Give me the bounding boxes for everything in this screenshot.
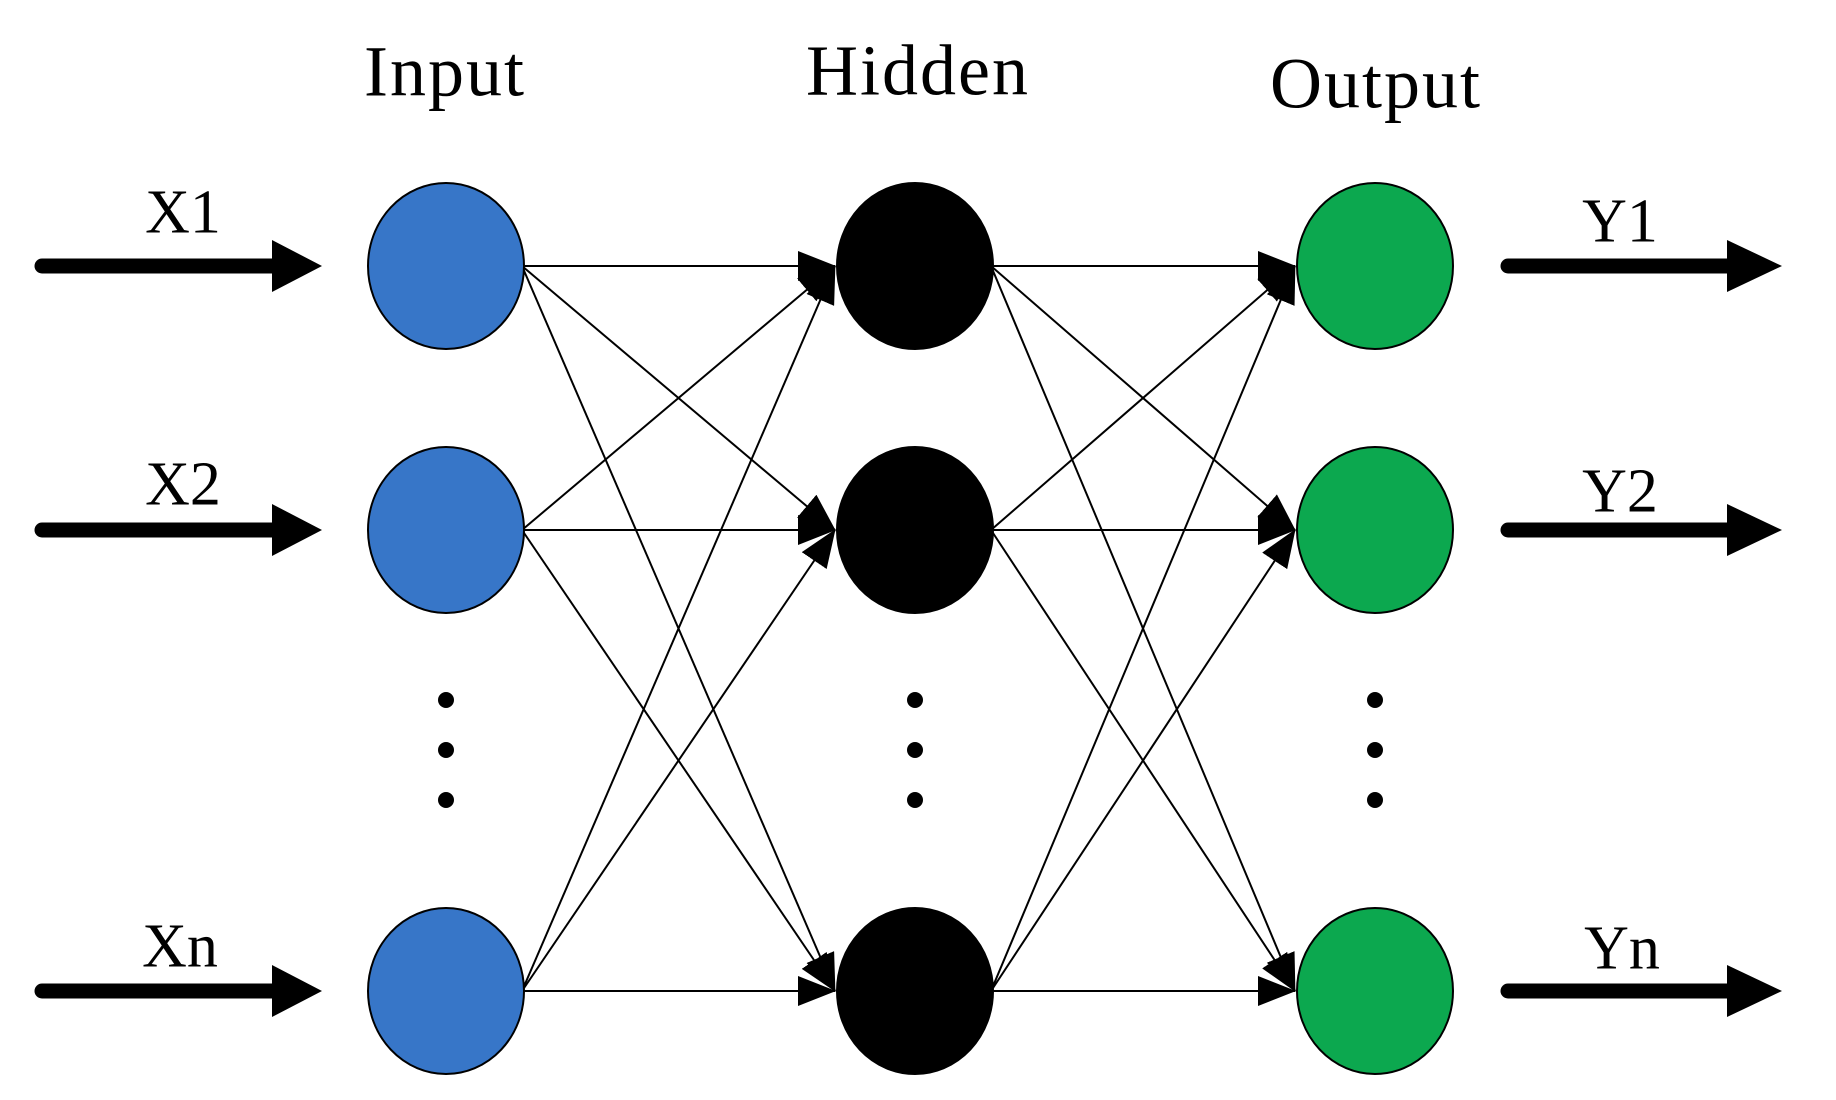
ellipsis-dot-output [1367,742,1383,758]
edge-hidden-to-output [990,265,1296,531]
edge-hidden-to-output [990,529,1296,992]
edge-hidden-to-output [990,265,1296,992]
ellipsis-dot-output [1367,792,1383,808]
input-label-xn: Xn [142,912,218,981]
ellipsis-dot-output [1367,692,1383,708]
node-hidden-2 [836,446,994,614]
ellipsis-dot-hidden [907,692,923,708]
edge-input-to-hidden [521,265,836,992]
output-label-y1: Y1 [1582,187,1658,256]
input-arrow-x2-head-icon [272,504,322,556]
node-output-3 [1296,907,1454,1075]
ellipsis-dot-hidden [907,742,923,758]
output-arrow-y1-head-icon [1727,240,1782,292]
input-label-x2: X2 [145,450,221,519]
node-output-1 [1296,182,1454,350]
layer-title-input: Input [364,31,526,112]
ellipsis-dot-input [438,692,454,708]
edge-input-to-hidden [521,265,836,531]
input-arrow-x1-head-icon [272,240,322,292]
layer-title-hidden: Hidden [806,30,1030,111]
output-arrow-y2-head-icon [1727,504,1782,556]
ellipsis-dot-hidden [907,792,923,808]
input-label-x1: X1 [145,178,221,247]
ellipsis-dot-input [438,792,454,808]
layer-title-output: Output [1269,43,1483,124]
node-input-2 [367,446,525,614]
node-output-2 [1296,446,1454,614]
node-hidden-3 [836,907,994,1075]
output-arrow-yn-head-icon [1727,965,1782,1017]
node-hidden-1 [836,182,994,350]
ellipsis-dot-input [438,742,454,758]
node-input-3 [367,907,525,1075]
node-input-1 [367,182,525,350]
output-label-yn: Yn [1584,914,1660,983]
input-arrow-xn-head-icon [272,965,322,1017]
edge-input-to-hidden [521,529,836,992]
output-label-y2: Y2 [1582,457,1658,526]
